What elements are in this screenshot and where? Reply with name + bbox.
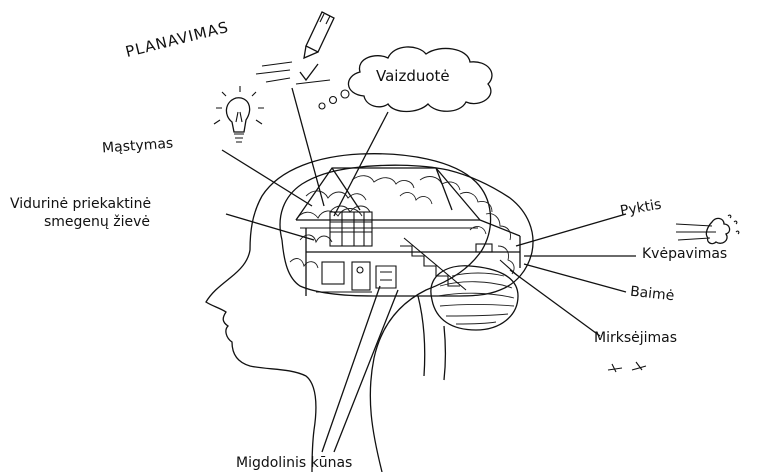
head-outline bbox=[206, 154, 491, 472]
brain-folds bbox=[290, 176, 514, 274]
label-prefrontal-line1: Vidurinė priekaktinė bbox=[10, 196, 151, 212]
cerebellum bbox=[431, 266, 518, 330]
label-imagination: Vaizduotė bbox=[376, 68, 450, 85]
label-amygdala: Migdolinis kūnas bbox=[236, 455, 352, 471]
label-blinking: Mirksėjimas bbox=[594, 330, 677, 346]
label-prefrontal-line2: smegenų žievė bbox=[44, 214, 150, 230]
blink-marks bbox=[608, 362, 646, 372]
label-breathing: Kvėpavimas bbox=[642, 246, 727, 262]
pencil-icon bbox=[304, 12, 334, 58]
breath-puff-icon bbox=[676, 215, 739, 243]
leader-lines bbox=[222, 88, 636, 452]
speed-lines bbox=[256, 62, 292, 82]
lightbulb-icon bbox=[214, 86, 264, 142]
house-cutaway bbox=[296, 168, 520, 296]
brain-stem bbox=[418, 296, 446, 380]
checkmark-icon bbox=[296, 64, 330, 84]
